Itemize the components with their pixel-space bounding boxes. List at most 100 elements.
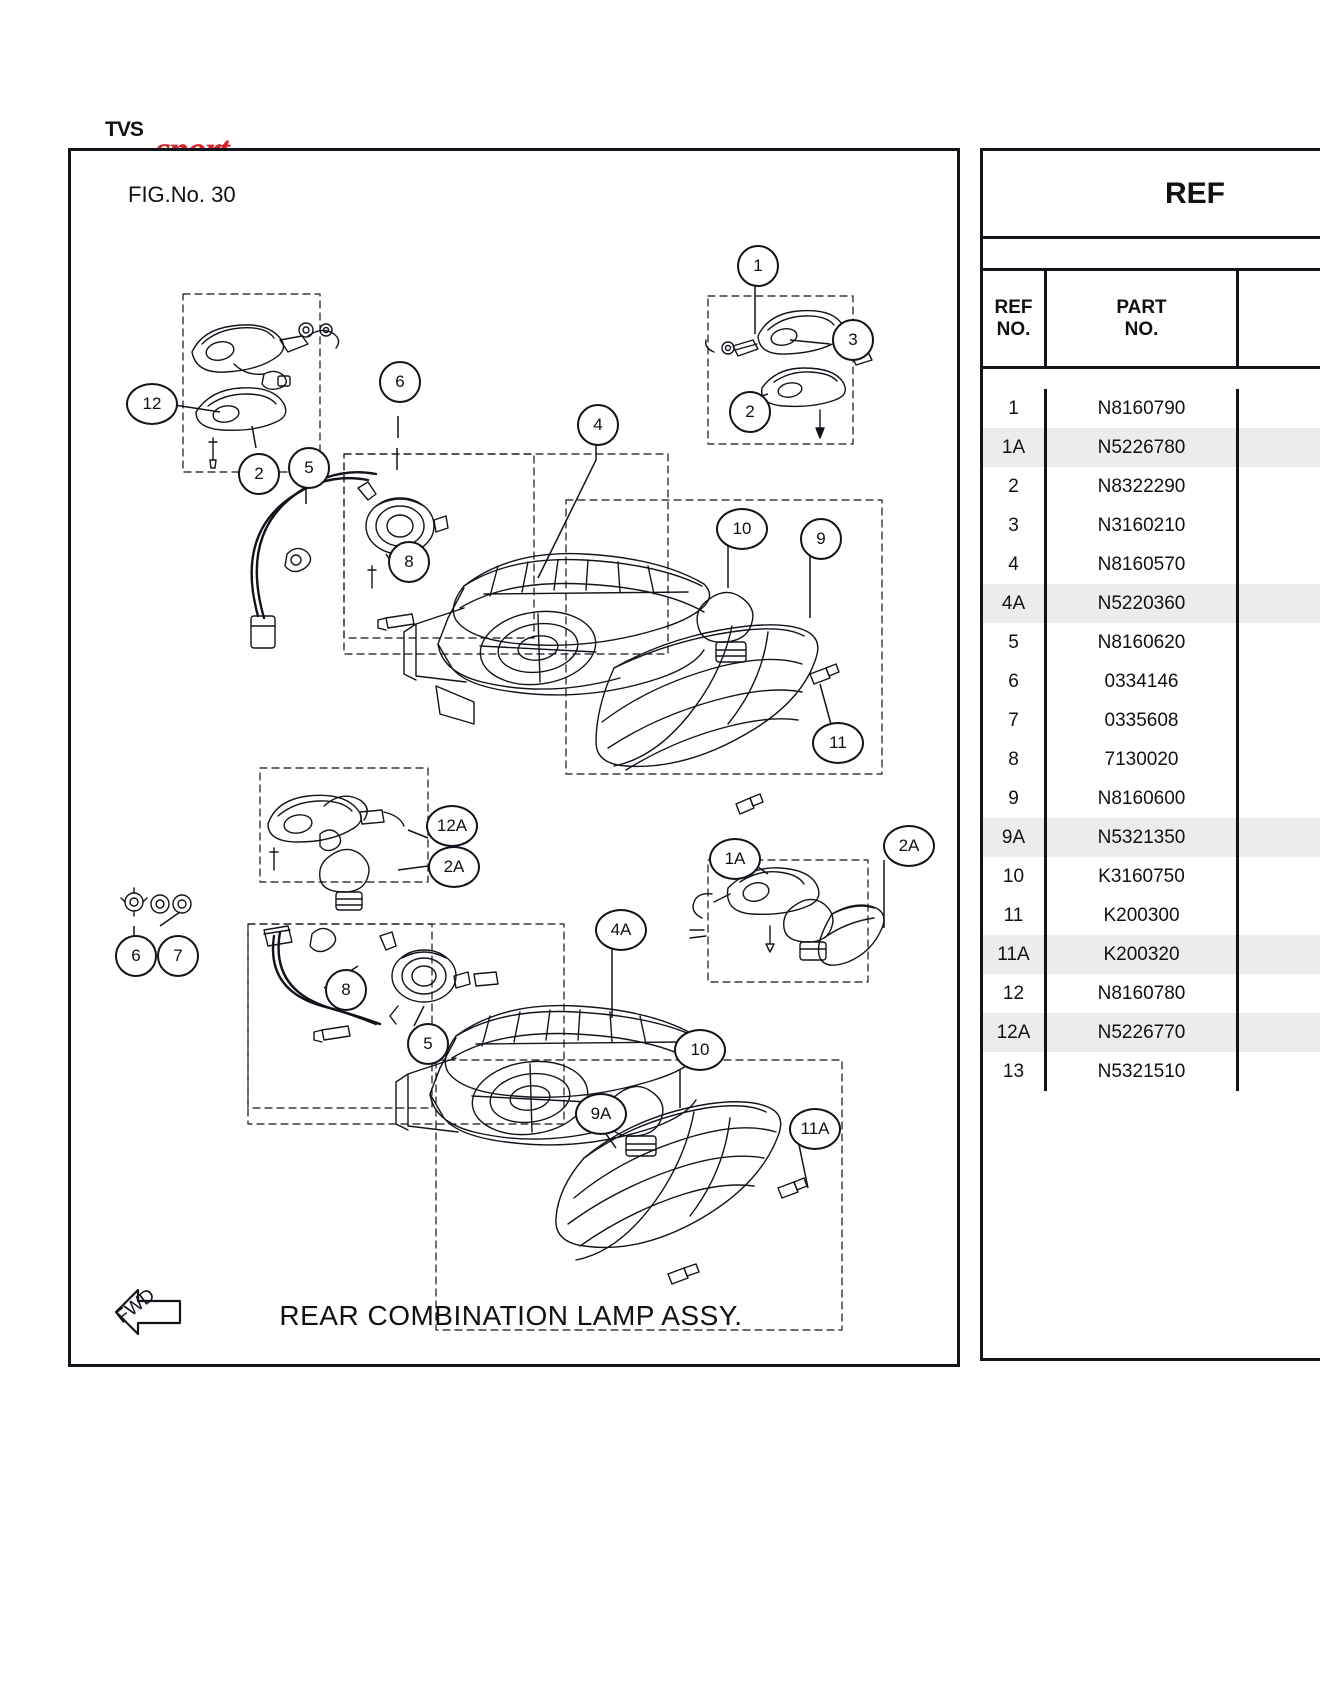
cell-ref-no: 12 [983,974,1047,1013]
diagram-title: REAR COMBINATION LAMP ASSY. [279,1300,743,1331]
callout-4: 4 [577,404,619,446]
cell-description [1239,974,1320,1013]
cell-description [1239,935,1320,974]
cell-part-no: N5321510 [1047,1052,1239,1091]
figure-number: FIG.No. 30 [128,182,236,207]
cell-ref-no: 7 [983,701,1047,740]
header-part-line2: NO. [1124,318,1159,340]
cell-part-no: N5226780 [1047,428,1239,467]
callout-6-bottom: 6 [115,935,157,977]
callout-12a: 12A [426,805,478,847]
header-part-line1: PART [1116,296,1167,318]
cell-part-no: N5226770 [1047,1013,1239,1052]
callout-2-top: 2 [729,391,771,433]
callout-1: 1 [737,245,779,287]
cell-part-no: N8160570 [1047,545,1239,584]
cell-ref-no: 9A [983,818,1047,857]
cell-ref-no: 6 [983,662,1047,701]
callout-7: 7 [157,935,199,977]
cell-ref-no: 9 [983,779,1047,818]
callout-5-bottom: 5 [407,1023,449,1065]
cell-description [1239,740,1320,779]
cell-part-no: N8160600 [1047,779,1239,818]
callout-1a: 1A [709,838,761,880]
table-title: REF [983,151,1320,239]
cell-description [1239,896,1320,935]
cell-description [1239,779,1320,818]
header-description-col [1239,271,1320,366]
callout-9a: 9A [575,1093,627,1135]
cell-part-no: N8322290 [1047,467,1239,506]
cell-description [1239,506,1320,545]
callout-5-top: 5 [288,447,330,489]
cell-ref-no: 10 [983,857,1047,896]
brand-tvs-text: TVS [105,118,144,141]
cell-description [1239,1013,1320,1052]
callout-12: 12 [126,383,178,425]
table-header-row: REF NO. PART NO. [983,271,1320,369]
callout-4a: 4A [595,909,647,951]
callout-2-left: 2 [238,453,280,495]
cell-part-no: 7130020 [1047,740,1239,779]
cell-description [1239,662,1320,701]
cell-part-no: N3160210 [1047,506,1239,545]
callout-3: 3 [832,319,874,361]
cell-part-no: 0335608 [1047,701,1239,740]
header-ref-line1: REF [994,296,1033,318]
cell-ref-no: 12A [983,1013,1047,1052]
cell-ref-no: 13 [983,1052,1047,1091]
callout-2a-right: 2A [883,825,935,867]
cell-description [1239,584,1320,623]
cell-part-no: K200320 [1047,935,1239,974]
cell-part-no: N8160780 [1047,974,1239,1013]
cell-ref-no: 11 [983,896,1047,935]
callout-6-top: 6 [379,361,421,403]
cell-ref-no: 4A [983,584,1047,623]
cell-description [1239,545,1320,584]
cell-ref-no: 11A [983,935,1047,974]
callout-9: 9 [800,518,842,560]
cell-ref-no: 8 [983,740,1047,779]
cell-description [1239,1052,1320,1091]
cell-description [1239,467,1320,506]
cell-ref-no: 5 [983,623,1047,662]
callout-10-bottom: 10 [674,1029,726,1071]
header-ref-line2: NO. [996,318,1031,340]
cell-part-no: N5321350 [1047,818,1239,857]
cell-ref-no: 2 [983,467,1047,506]
cell-ref-no: 4 [983,545,1047,584]
callout-11a: 11A [789,1108,841,1150]
cell-description [1239,389,1320,428]
cell-ref-no: 1 [983,389,1047,428]
cell-description [1239,818,1320,857]
table-subheader-gap [983,239,1320,271]
callout-11: 11 [812,722,864,764]
cell-description [1239,623,1320,662]
cell-description [1239,857,1320,896]
table-top-padding [983,369,1320,389]
cell-part-no: K200300 [1047,896,1239,935]
cell-part-no: 0334146 [1047,662,1239,701]
fwd-direction-marker: FWD [108,1272,198,1340]
cell-ref-no: 1A [983,428,1047,467]
cell-part-no: N5220360 [1047,584,1239,623]
